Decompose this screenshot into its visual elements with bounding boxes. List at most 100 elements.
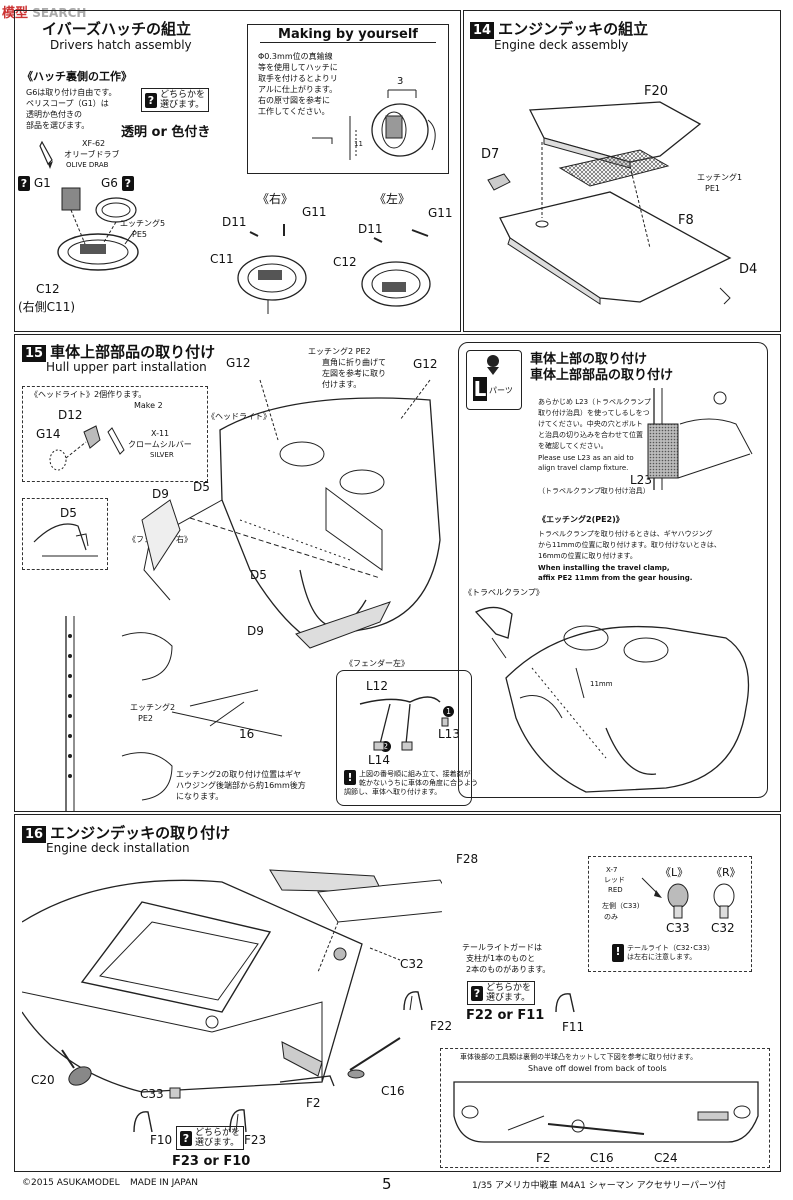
step-16-subtitle: Engine deck installation (46, 841, 190, 855)
label-pe5: PE5 (132, 230, 147, 239)
left-only-1: 左側（C33) (602, 902, 640, 910)
etch-jp-1: トラベルクランプを取り付けるときは、ギヤハウジング (538, 530, 713, 538)
step-15-title: 車体上部部品の取り付け (50, 343, 216, 361)
footer-product: 1/35 アメリカ中戦車 M4A1 シャーマン アクセサリーパーツ付 (472, 1181, 726, 1191)
label-f28: F28 (456, 852, 479, 866)
paint-brush-icon (39, 140, 53, 169)
rear-tools-diagram (453, 1081, 759, 1143)
step-15-number: 15 (22, 345, 47, 362)
rail-detail-diagram (65, 616, 283, 812)
label-16: 16 (239, 727, 255, 741)
label-pe2: PE2 (138, 714, 153, 723)
label-c11-note: (右側C11) (18, 300, 76, 314)
f22-or-f11: F22 or F11 (466, 1008, 545, 1023)
note-periscope: ペリスコープ（G1）は (26, 99, 109, 108)
l23-en-1: Please use L23 as an aid to (538, 454, 634, 462)
step-14-panel (463, 10, 781, 332)
headlight-make: 《ヘッドライト》2個作ります。 (30, 390, 147, 399)
label-l12: L12 (366, 679, 388, 693)
headlight-parts-diagram (49, 425, 125, 471)
label-g12-left: G12 (226, 356, 251, 370)
step-14-title: エンジンデッキの組立 (498, 20, 649, 38)
watermark-logo: 模型 SEARCH (2, 6, 87, 21)
l-parts-assembly-box (336, 670, 472, 806)
making-by-yourself-box (247, 24, 449, 174)
choice-box-13: ? どちらかを選びます。 (141, 88, 210, 112)
etching2-note-4: 付けます。 (322, 380, 362, 389)
step-15-subtitle: Hull upper part installation (46, 360, 207, 374)
label-d11-left: D11 (358, 222, 383, 236)
label-d9-bottom: D9 (247, 624, 264, 638)
label-c16-box: C16 (590, 1151, 614, 1165)
l-parts-badge: L パーツ (466, 350, 522, 410)
choice-box-16-a: ? どちらかを選びます。 (467, 981, 536, 1005)
label-g6: G6 ? (101, 176, 134, 191)
paint-en: OLIVE DRAB (66, 161, 109, 169)
label-d5-box: D5 (60, 506, 77, 520)
step-13-title: イバーズハッチの組立 (42, 20, 191, 38)
footer-page-number: 5 (382, 1175, 392, 1193)
myself-line-4: アルに仕上がります。 (258, 85, 338, 94)
label-etching2: エッチング2 (130, 703, 176, 712)
label-g11-left: G11 (428, 206, 453, 220)
order-note: ! 上図の番号順に組み立て、接着剤が乾かないうちに車体の角度に合うよう調節し、車… (344, 770, 478, 796)
question-icon: ? (145, 92, 157, 108)
label-f8: F8 (678, 213, 694, 228)
choice-box-16-b: ? どちらかを選びます。 (176, 1126, 245, 1150)
paint-jp: オリーブドラブ (64, 150, 120, 159)
pos-note-2: ハウジング後端部から約16mm後方 (176, 781, 306, 790)
right-hatch-diagram (237, 224, 307, 314)
label-f22: F22 (430, 1019, 453, 1033)
label-c12: C12 (36, 282, 60, 296)
pos-note-1: エッチング2の取り付け位置はギヤ (176, 770, 302, 779)
make-2: Make 2 (134, 401, 163, 410)
etching2-note-2: 直角に折り曲げて (322, 358, 386, 367)
l23-note-3: けてください。中央の穴とボルト (538, 420, 643, 428)
myself-title: Making by yourself (260, 27, 436, 43)
label-f2-box: F2 (536, 1151, 551, 1165)
label-etching1: エッチング1 (697, 173, 743, 182)
label-d5-bottom: D5 (250, 568, 267, 582)
etch-en-1: When installing the travel clamp, (538, 564, 670, 572)
handle-fullsize-diagram (312, 89, 436, 160)
paint-code: XF-62 (82, 139, 106, 148)
caution-icon: ! (344, 770, 356, 785)
chrome-jp: クロームシルバー (128, 440, 192, 449)
l23-note-2: 取り付け治具）を使ってしるしをつ (538, 409, 650, 417)
myself-line-5: 右の原寸図を参考に (258, 96, 330, 105)
label-g14: G14 (36, 427, 61, 441)
travel-clamp-installation-diagram (474, 606, 750, 793)
label-g1-group: ? G1 (18, 176, 51, 191)
pos-note-3: になります。 (176, 792, 224, 801)
label-c11: C11 (210, 252, 234, 266)
red-en: RED (608, 886, 623, 894)
question-icon: ? (471, 985, 483, 1001)
mm-11: 11mm (590, 680, 613, 688)
l23-note-5: を確認してください。 (538, 442, 608, 450)
label-c12-left: C12 (333, 255, 357, 269)
label-c16: C16 (381, 1084, 405, 1098)
etch-jp-3: 16mmの位置に取り付けます。 (538, 552, 637, 560)
l-parts-box (458, 342, 768, 798)
shave-en: Shave off dowel from back of tools (528, 1064, 667, 1073)
headlight-label: 《ヘッドライト》 (207, 412, 271, 421)
step-13-subtitle: Drivers hatch assembly (50, 38, 192, 52)
label-right: 《右》 (257, 192, 294, 206)
label-pe1: PE1 (705, 184, 720, 193)
guard-note-2: 支柱が1本のものと (466, 954, 536, 963)
label-f2: F2 (306, 1096, 321, 1110)
paint-x11: X-11 (151, 429, 170, 438)
label-f10: F10 (150, 1133, 173, 1147)
step-16-panel (14, 814, 781, 1172)
label-c33-tail: C33 (666, 921, 690, 935)
myself-dim-2: 11 (354, 140, 363, 148)
label-l-side: 《L》 (660, 866, 689, 879)
step-16-title: エンジンデッキの取り付け (50, 824, 231, 842)
hatch-back-work-heading: 《ハッチ裏側の工作》 (22, 70, 132, 83)
label-d5-top: D5 (193, 480, 210, 494)
lparts-title-2: 車体上部部品の取り付け (530, 368, 674, 383)
label-r-side: 《R》 (711, 866, 741, 879)
question-icon: ? (180, 1130, 192, 1146)
